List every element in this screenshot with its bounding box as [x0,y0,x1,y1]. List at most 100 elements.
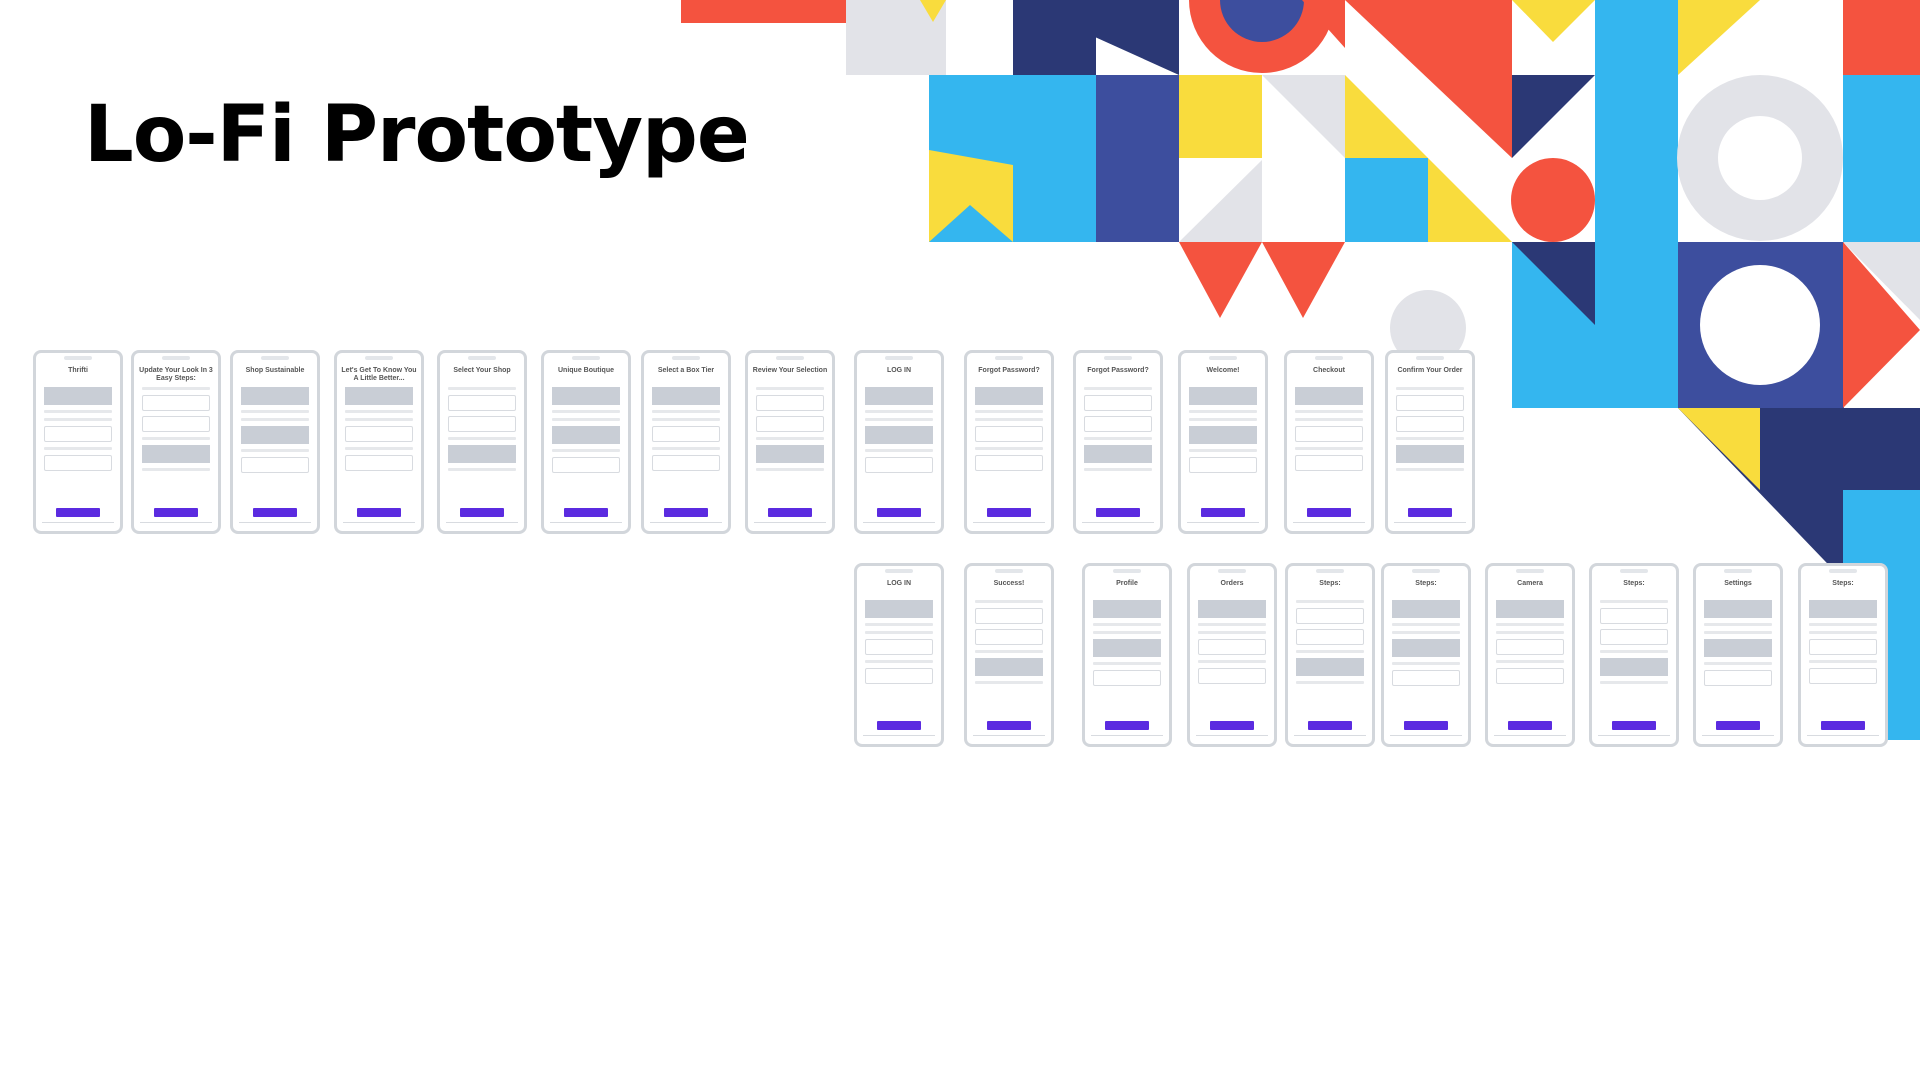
screen-title: Camera [1517,580,1543,587]
phone-notch [1724,569,1752,573]
placeholder-block [1084,437,1152,440]
primary-button [1210,721,1254,730]
placeholder-block [1084,416,1152,432]
screen-content [1496,600,1564,689]
primary-button [56,508,100,517]
primary-button [1404,721,1448,730]
placeholder-block [1396,437,1464,440]
wireframe-screen: Checkout [1284,350,1374,534]
placeholder-block [345,418,413,421]
placeholder-block [865,387,933,405]
screen-content [1392,600,1460,691]
primary-button [1096,508,1140,517]
placeholder-block [1295,418,1363,421]
wireframe-screen: Forgot Password? [1073,350,1163,534]
placeholder-block [241,426,309,444]
deco-navy-tri [1512,75,1595,158]
placeholder-block [865,639,933,655]
placeholder-block [1496,668,1564,684]
placeholder-block [44,426,112,442]
screen-title: Review Your Selection [752,367,828,374]
placeholder-block [142,445,210,463]
primary-button [1307,508,1351,517]
placeholder-block [1809,631,1877,634]
placeholder-block [1296,658,1364,676]
screen-content [1295,387,1363,476]
placeholder-block [975,426,1043,442]
placeholder-block [448,468,516,471]
wireframe-screen: Confirm Your Order [1385,350,1475,534]
placeholder-block [1392,623,1460,626]
placeholder-block [1704,639,1772,657]
screen-title: Forgot Password? [978,367,1040,374]
placeholder-block [975,650,1043,653]
screen-title: Orders [1220,580,1244,587]
wireframe-screen: Steps: [1798,563,1888,747]
bottom-nav [973,522,1045,528]
placeholder-block [241,418,309,421]
placeholder-block [1600,629,1668,645]
placeholder-block [652,455,720,471]
phone-notch [1209,356,1237,360]
placeholder-block [345,410,413,413]
placeholder-block [1198,623,1266,626]
placeholder-block [975,600,1043,603]
placeholder-block [865,631,933,634]
bottom-nav [754,522,826,528]
screen-content [142,387,210,476]
placeholder-block [345,387,413,405]
screen-content [448,387,516,476]
placeholder-block [1295,426,1363,442]
primary-button [154,508,198,517]
screen-title: Settings [1724,580,1752,587]
screen-title: Select a Box Tier [657,367,715,374]
placeholder-block [865,668,933,684]
wireframe-screen: Forgot Password? [964,350,1054,534]
primary-button [1201,508,1245,517]
deco-white-hole [1718,116,1802,200]
deco-navy-tri-2 [1512,242,1595,325]
deco-gray-corner [1843,242,1920,320]
placeholder-block [552,426,620,444]
wireframe-screen: Steps: [1589,563,1679,747]
placeholder-block [1392,631,1460,634]
deco-navy-ring-inner [1220,0,1304,42]
placeholder-block [142,387,210,390]
placeholder-block [448,445,516,463]
screen-content [865,600,933,689]
placeholder-block [142,437,210,440]
placeholder-block [975,629,1043,645]
bottom-nav [1091,735,1163,741]
placeholder-block [1600,600,1668,603]
placeholder-block [1093,639,1161,657]
placeholder-block [1600,650,1668,653]
phone-notch [995,356,1023,360]
deco-red-triangle-1 [1179,242,1262,318]
bottom-nav [1390,735,1462,741]
placeholder-block [756,437,824,440]
deco-red-dot [1511,158,1595,242]
wireframe-screen: Settings [1693,563,1783,747]
placeholder-block [975,410,1043,413]
deco-cyan-tall [1595,83,1678,242]
phone-notch [885,569,913,573]
placeholder-block [975,608,1043,624]
screen-title: Thrifti [68,367,88,374]
screen-title: Shop Sustainable [245,367,305,374]
wireframe-screen: Unique Boutique [541,350,631,534]
placeholder-block [1198,600,1266,618]
phone-notch [672,356,700,360]
primary-button [357,508,401,517]
screen-content [1093,600,1161,691]
placeholder-block [756,468,824,471]
placeholder-block [1084,387,1152,390]
placeholder-block [652,447,720,450]
placeholder-block [865,660,933,663]
placeholder-block [142,395,210,411]
deco-cyan-corner [1595,0,1678,83]
phone-notch [1316,569,1344,573]
placeholder-block [1198,668,1266,684]
placeholder-block [1392,600,1460,618]
primary-button [987,721,1031,730]
screen-title: LOG IN [886,367,912,374]
